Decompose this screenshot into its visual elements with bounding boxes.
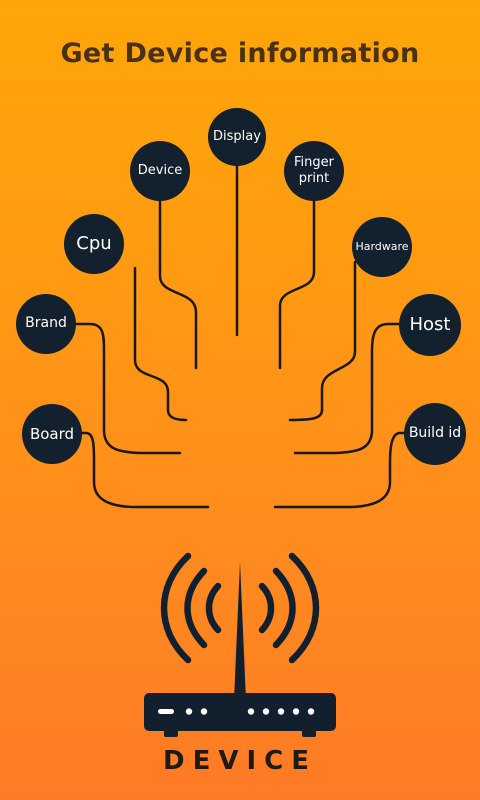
router-body-icon <box>144 562 336 737</box>
node-hardware-label: Hardware <box>355 240 409 254</box>
node-board[interactable]: Board <box>22 404 82 464</box>
node-fingerprint[interactable]: Finger print <box>284 141 344 201</box>
node-host-label: Host <box>409 313 451 335</box>
router-foot-left <box>164 729 178 737</box>
connector-build-id <box>273 431 409 509</box>
router-antenna <box>234 562 246 700</box>
wifi-wave-left-middle <box>184 567 208 649</box>
router-light <box>307 708 315 715</box>
wifi-wave-right-outer <box>288 552 320 664</box>
node-fingerprint-label-line2: print <box>298 171 330 186</box>
router-foot-right <box>302 729 316 737</box>
connector-host <box>293 322 406 455</box>
device-label: DEVICE <box>163 746 317 776</box>
node-board-label: Board <box>29 424 75 443</box>
connector-lines <box>72 160 409 509</box>
connector-device <box>158 195 198 370</box>
node-host[interactable]: Host <box>399 294 461 356</box>
node-display[interactable]: Display <box>208 108 266 166</box>
router-box <box>144 693 336 731</box>
connector-cpu <box>133 266 188 422</box>
page-title: Get Device information <box>60 38 420 69</box>
wifi-wave-right-inner <box>258 582 275 634</box>
router-light <box>247 708 255 715</box>
connector-fingerprint <box>278 196 316 370</box>
node-fingerprint-label-line1: Finger <box>294 154 334 170</box>
router-light <box>277 708 285 715</box>
router-lights <box>158 708 315 715</box>
node-device-label: Device <box>137 162 183 178</box>
node-brand-label: Brand <box>25 315 67 332</box>
connector-brand <box>72 322 182 455</box>
node-cpu-label: Cpu <box>76 232 112 254</box>
wifi-wave-left-outer <box>160 552 192 664</box>
router-light <box>262 708 270 715</box>
node-cpu[interactable]: Cpu <box>64 214 124 274</box>
router-light-bar <box>158 709 174 714</box>
node-hardware[interactable]: Hardware <box>352 217 412 277</box>
wifi-wave-right-middle <box>272 567 296 649</box>
node-display-label: Display <box>213 128 261 144</box>
node-build-id[interactable]: Build id <box>404 403 466 465</box>
router-light <box>292 708 300 715</box>
node-device[interactable]: Device <box>130 141 190 201</box>
router-light <box>200 708 208 715</box>
router-wifi-icon <box>160 552 320 664</box>
connector-hardware <box>288 260 357 422</box>
node-brand[interactable]: Brand <box>16 294 76 354</box>
router-light <box>185 708 193 715</box>
wifi-wave-left-inner <box>205 582 222 634</box>
connector-board <box>78 431 210 509</box>
node-build-id-label: Build id <box>408 425 462 442</box>
